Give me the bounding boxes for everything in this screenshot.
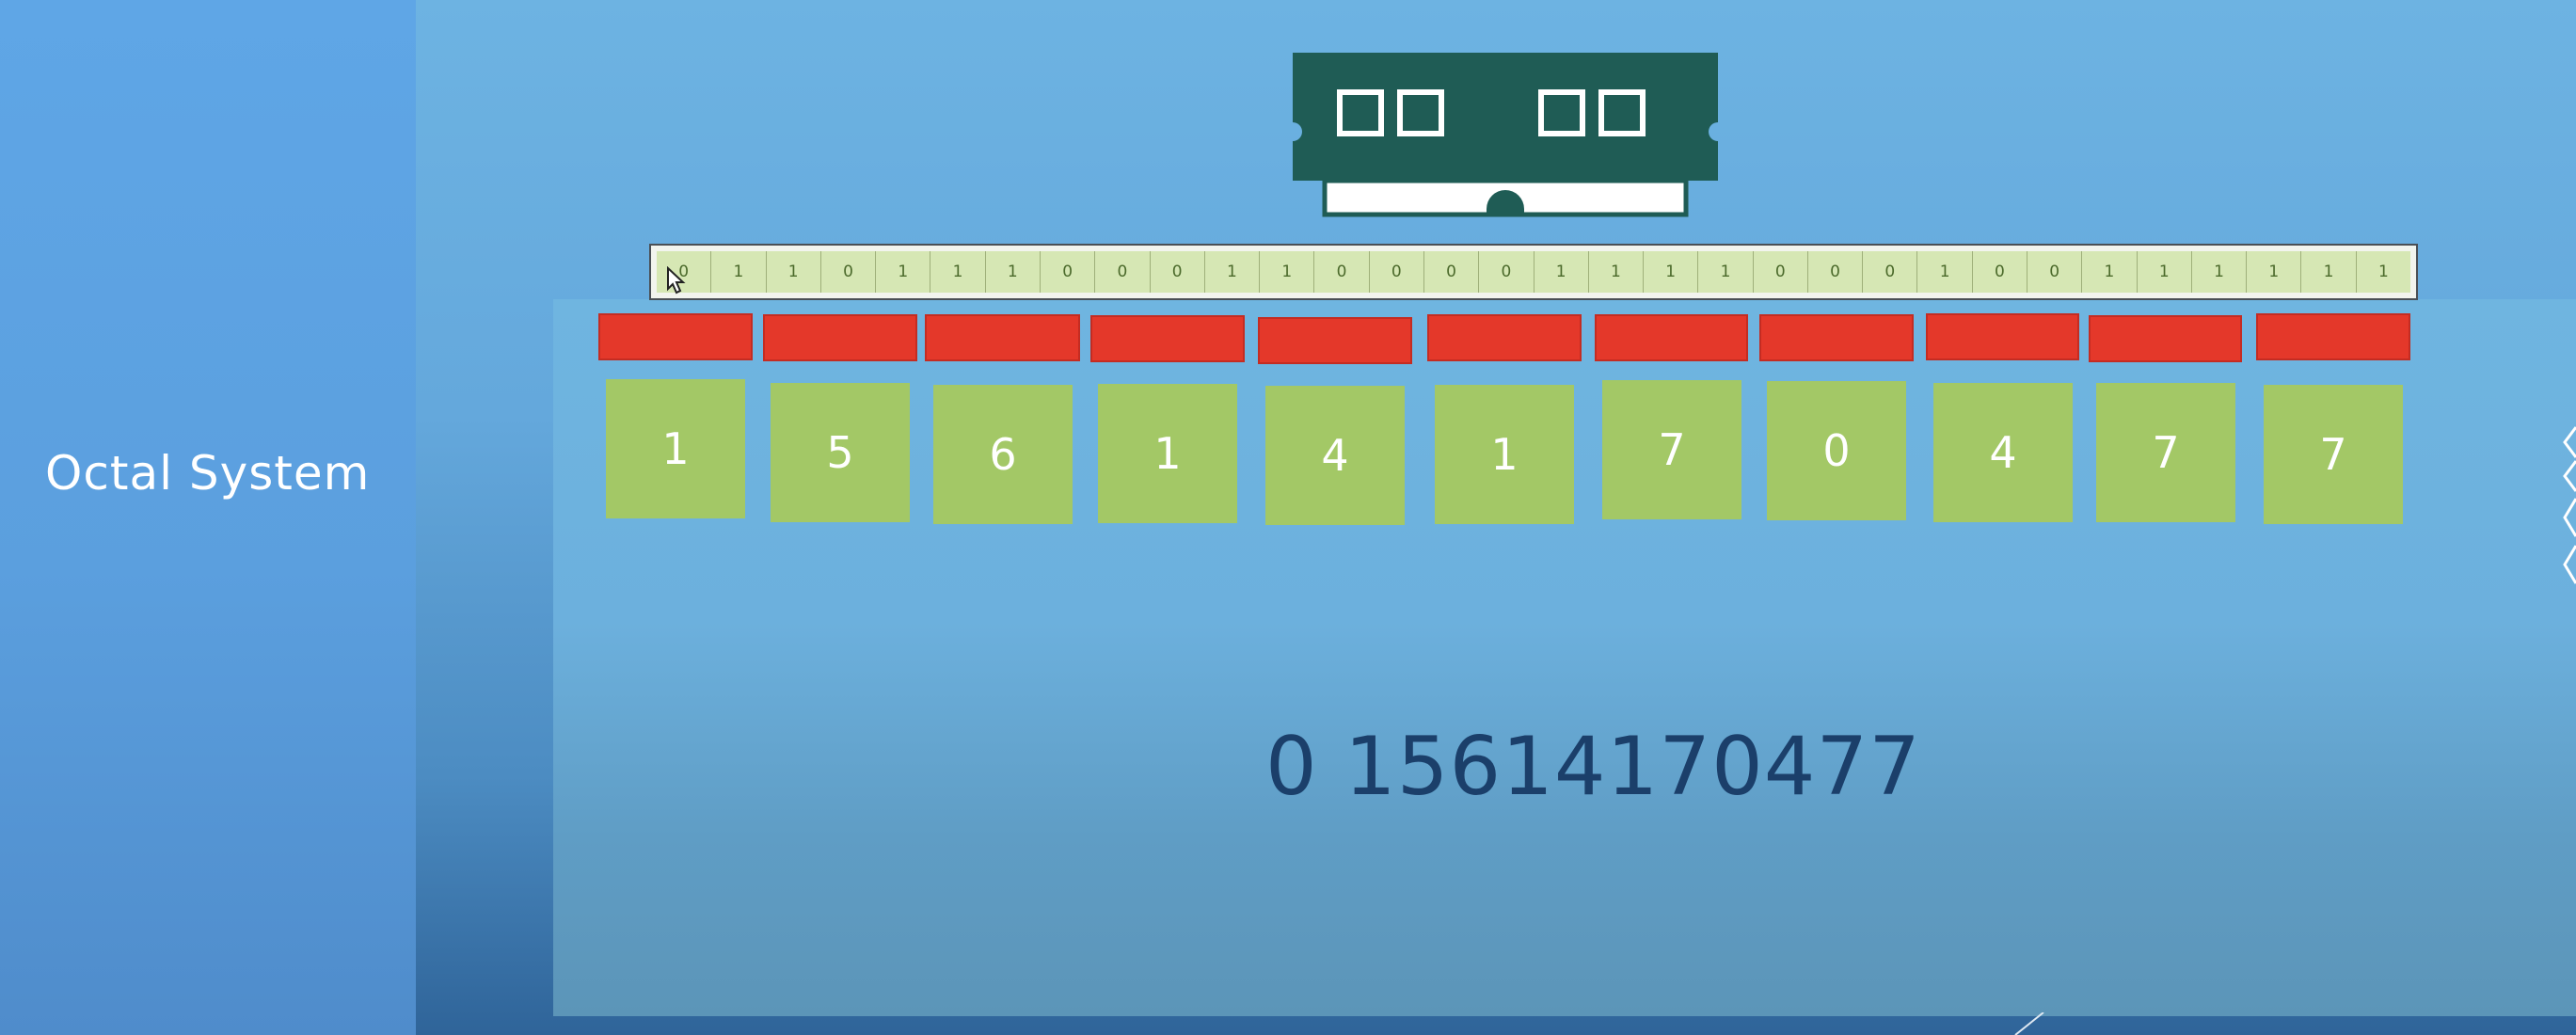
memory-module-icon bbox=[1289, 49, 1722, 218]
octal-digit-box: 5 bbox=[771, 383, 910, 522]
bit-cell: 0 bbox=[1807, 251, 1864, 293]
bit-cell: 0 bbox=[1863, 251, 1918, 293]
bit-cell: 1 bbox=[985, 251, 1041, 293]
decorative-line bbox=[2013, 1011, 2051, 1035]
bit-group-bar bbox=[1926, 313, 2079, 360]
bit-cell: 1 bbox=[2301, 251, 2357, 293]
sidebar-title: Octal System bbox=[45, 446, 371, 501]
octal-digit-box: 0 bbox=[1767, 381, 1906, 520]
bit-cell: 1 bbox=[1534, 251, 1589, 293]
octal-digit-box: 7 bbox=[2264, 385, 2403, 524]
bit-cell: 1 bbox=[930, 251, 986, 293]
bit-cell: 0 bbox=[1314, 251, 1370, 293]
bit-group-bar bbox=[763, 314, 917, 361]
octal-digit-box: 1 bbox=[1435, 385, 1574, 524]
bit-cell: 1 bbox=[2082, 251, 2138, 293]
bit-cell: 0 bbox=[2027, 251, 2083, 293]
bit-cell: 0 bbox=[1423, 251, 1480, 293]
bit-cell: 1 bbox=[2191, 251, 2248, 293]
bit-cell: 1 bbox=[1698, 251, 1754, 293]
bit-group-bar bbox=[1427, 314, 1582, 361]
bit-group-bar bbox=[2256, 313, 2410, 360]
bit-cell: 1 bbox=[1917, 251, 1973, 293]
octal-digit-box: 4 bbox=[1265, 386, 1405, 525]
bit-cell: 0 bbox=[1095, 251, 1151, 293]
bit-cell: 1 bbox=[711, 251, 767, 293]
bit-cell: 0 bbox=[657, 251, 712, 293]
bit-cell: 0 bbox=[820, 251, 877, 293]
bit-group-bar bbox=[1595, 314, 1748, 361]
bit-cell: 0 bbox=[1040, 251, 1096, 293]
bit-group-bar bbox=[925, 314, 1080, 361]
bit-cell: 0 bbox=[1479, 251, 1534, 293]
octal-result: 0 15614170477 bbox=[1265, 720, 1921, 814]
bit-group-bar bbox=[1258, 317, 1412, 364]
bit-group-bar bbox=[2089, 315, 2242, 362]
bit-cell: 0 bbox=[1369, 251, 1424, 293]
bit-cell: 1 bbox=[1588, 251, 1645, 293]
bit-cell: 0 bbox=[1150, 251, 1205, 293]
bit-cell: 1 bbox=[2356, 251, 2410, 293]
bit-group-bar bbox=[1759, 314, 1914, 361]
bit-cell: 1 bbox=[1260, 251, 1315, 293]
octal-digit-box: 7 bbox=[2096, 383, 2235, 522]
edge-arrow-icon bbox=[2557, 423, 2576, 612]
bit-cell: 1 bbox=[1644, 251, 1699, 293]
bit-group-bar bbox=[1090, 315, 1245, 362]
octal-digit-box: 1 bbox=[1098, 384, 1237, 523]
octal-digit-box: 1 bbox=[606, 379, 745, 518]
octal-digit-box: 4 bbox=[1933, 383, 2073, 522]
bit-cell: 1 bbox=[1204, 251, 1261, 293]
octal-digit-box: 6 bbox=[933, 385, 1073, 524]
bit-cell: 1 bbox=[876, 251, 931, 293]
bit-cell: 0 bbox=[1972, 251, 2028, 293]
bit-cell: 0 bbox=[1753, 251, 1808, 293]
bit-group-bar bbox=[598, 313, 753, 360]
mouse-pointer-icon bbox=[666, 265, 687, 295]
bit-cell: 1 bbox=[766, 251, 821, 293]
bit-cell: 1 bbox=[2247, 251, 2302, 293]
octal-digit-box: 7 bbox=[1602, 380, 1741, 519]
sidebar-panel: Octal System bbox=[0, 0, 416, 1035]
bit-cell: 1 bbox=[2137, 251, 2192, 293]
